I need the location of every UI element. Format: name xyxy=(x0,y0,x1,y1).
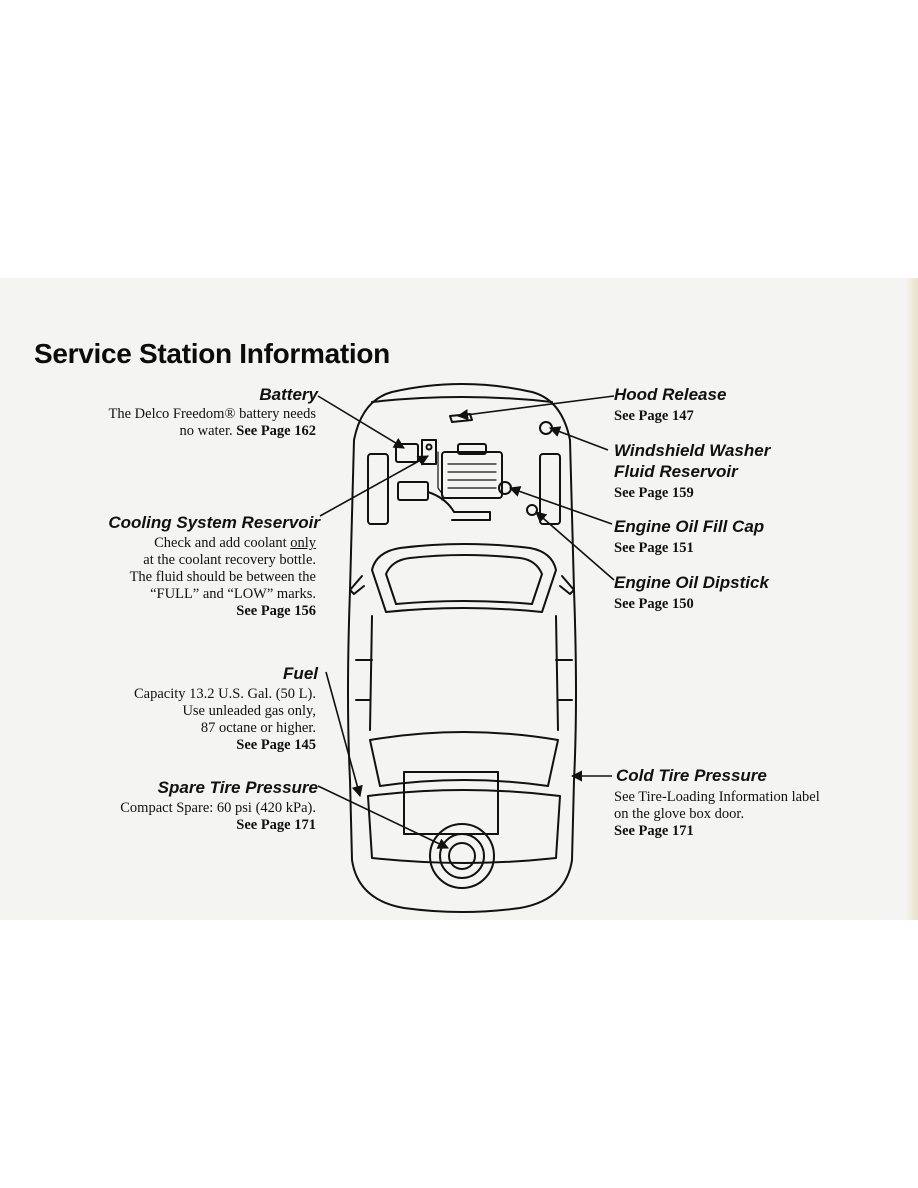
leader-dipstick xyxy=(535,511,615,581)
engine-fins xyxy=(447,463,497,489)
left-fender-panel xyxy=(367,453,389,525)
cold-tire-description: See Tire-Loading Information label on th… xyxy=(614,789,820,839)
right-fender-panel xyxy=(539,453,561,525)
cold-tire-page-ref: See Page 171 xyxy=(614,823,694,839)
engine-wire xyxy=(437,451,444,501)
car-hood-line xyxy=(371,396,553,403)
oil-fill-cap xyxy=(498,481,512,495)
car-body-outline xyxy=(347,383,577,913)
left-mirror xyxy=(349,575,365,595)
door-line-left xyxy=(355,659,373,701)
washer-page-ref: See Page 159 xyxy=(614,485,694,501)
leader-fuel xyxy=(325,671,363,798)
page-edge-shadow xyxy=(906,278,918,920)
battery-page-ref: See Page 162 xyxy=(236,423,316,439)
leader-spare xyxy=(317,785,450,849)
door-line-right xyxy=(555,659,573,701)
battery-description: The Delco Freedom® battery needs no wate… xyxy=(108,406,317,439)
trunk-lid xyxy=(367,789,561,864)
spare-tire-mid xyxy=(439,833,485,879)
fuel-label: Fuel xyxy=(283,664,318,683)
spare-tire-label: Spare Tire Pressure xyxy=(157,778,318,797)
windshield xyxy=(371,543,557,613)
right-mirror xyxy=(559,575,575,595)
cabin-right-edge xyxy=(555,615,559,731)
fuel-page-ref: See Page 145 xyxy=(236,737,316,753)
trunk-floor xyxy=(403,771,499,835)
leader-washer xyxy=(548,426,609,451)
engine-block xyxy=(441,451,503,499)
battery-label: Battery xyxy=(259,385,318,404)
fuel-description: Capacity 13.2 U.S. Gal. (50 L). Use unle… xyxy=(133,686,316,753)
cold-tire-label: Cold Tire Pressure xyxy=(616,766,767,785)
leader-cooling xyxy=(319,455,429,517)
spare-tire-page-ref: See Page 171 xyxy=(236,817,316,833)
hood-release-page-ref: See Page 147 xyxy=(614,408,694,424)
spare-tire-inner xyxy=(448,842,476,870)
spare-tire-outer xyxy=(429,823,495,889)
oil-fill-cap-label: Engine Oil Fill Cap xyxy=(614,517,765,536)
cabin-left-edge xyxy=(369,615,373,731)
cooling-label: Cooling System Reservoir xyxy=(108,513,320,532)
cooling-description: Check and add coolant only at the coolan… xyxy=(129,535,316,619)
spare-tire-description: Compact Spare: 60 psi (420 kPa). See Pag… xyxy=(120,800,316,833)
engine-top xyxy=(457,443,487,455)
air-cleaner xyxy=(397,481,429,501)
leader-oil-cap xyxy=(508,486,613,525)
dipstick-page-ref: See Page 150 xyxy=(614,596,694,612)
hood-release-label: Hood Release xyxy=(614,385,727,404)
intake-duct xyxy=(427,491,491,521)
dipstick-handle xyxy=(526,504,538,516)
leader-battery xyxy=(317,395,405,449)
washer-label: Windshield Washer Fluid Reservoir xyxy=(614,441,771,481)
dipstick-label: Engine Oil Dipstick xyxy=(614,573,769,592)
battery-box xyxy=(395,443,419,463)
rear-window xyxy=(369,731,559,787)
cooling-page-ref: See Page 156 xyxy=(236,603,316,619)
leader-hood xyxy=(456,395,615,421)
oil-fill-cap-page-ref: See Page 151 xyxy=(614,540,694,556)
page-title: Service Station Information xyxy=(34,338,390,369)
windshield-inner xyxy=(385,554,543,605)
